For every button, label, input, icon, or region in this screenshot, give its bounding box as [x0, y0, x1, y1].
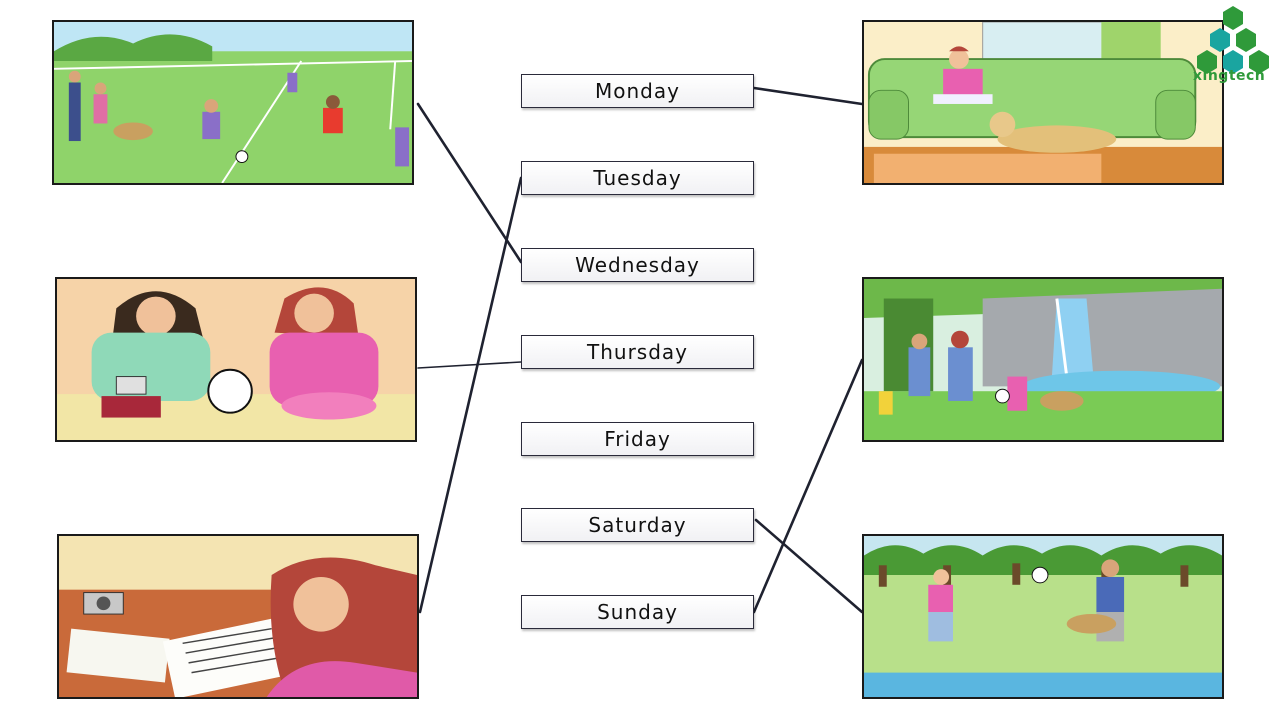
picture-living-room-reading [862, 20, 1224, 185]
day-box-sunday[interactable]: Sunday [521, 595, 754, 629]
day-label: Tuesday [593, 166, 682, 190]
line-monday-to-living-room [752, 86, 864, 106]
line-birthday-to-thursday [417, 361, 522, 369]
day-box-saturday[interactable]: Saturday [521, 508, 754, 542]
picture-soccer-field [52, 20, 414, 185]
day-box-monday[interactable]: Monday [521, 74, 754, 108]
logo-text: xingtech [1193, 68, 1266, 84]
day-box-friday[interactable]: Friday [521, 422, 754, 456]
line-saturday-to-park [754, 518, 864, 614]
day-box-wednesday[interactable]: Wednesday [521, 248, 754, 282]
day-box-thursday[interactable]: Thursday [521, 335, 754, 369]
day-label: Wednesday [575, 253, 700, 277]
xingtech-logo-icon [1197, 6, 1269, 74]
day-label: Monday [595, 79, 680, 103]
day-label: Sunday [597, 600, 678, 624]
picture-park-ball-dog [862, 534, 1224, 699]
day-label: Friday [604, 427, 671, 451]
picture-family-waterfall [862, 277, 1224, 442]
line-sunday-to-waterfall [752, 358, 864, 614]
day-box-tuesday[interactable]: Tuesday [521, 161, 754, 195]
line-writing-to-tuesday [418, 176, 523, 614]
picture-girl-writing [57, 534, 419, 699]
day-label: Saturday [588, 513, 687, 537]
day-label: Thursday [587, 340, 688, 364]
line-soccer-to-wednesday [416, 102, 523, 264]
picture-birthday-party [55, 277, 417, 442]
